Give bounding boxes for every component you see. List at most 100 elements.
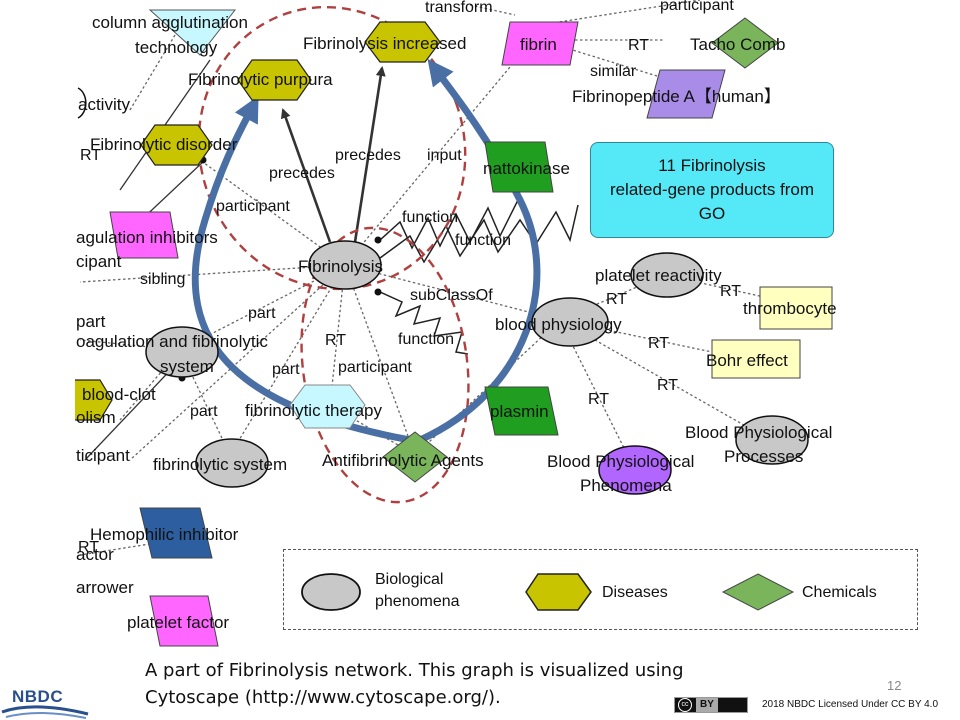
edge-label-input: input xyxy=(427,147,462,164)
nbdc-logo: NBDC xyxy=(0,684,90,720)
cc-icon: cc xyxy=(678,698,692,712)
node-fibrinolytic-purpura[interactable] xyxy=(237,59,312,101)
node-fibrinolytic-system[interactable] xyxy=(195,438,269,488)
edge-label-rt-6: RT xyxy=(588,391,609,408)
label-participant-left: cipant xyxy=(76,252,122,271)
highlight-oval-top xyxy=(197,5,467,291)
edge-label-subclassof: subClassOf xyxy=(410,287,493,304)
label-blood-physiology: blood physiology xyxy=(495,315,622,334)
node-fibrinolytic-disorder[interactable] xyxy=(140,124,213,166)
label-fibrinopeptide-a: Fibrinopeptide A【human】 xyxy=(572,87,781,106)
function-edge-3 xyxy=(379,291,469,355)
edge-label-rt-2: RT xyxy=(606,291,627,308)
edge-label-rt-fibrin: RT xyxy=(628,37,649,54)
label-coagulation-system: oagulation and fibrinolytic xyxy=(76,332,268,351)
edge-label-part-3: part xyxy=(190,403,218,420)
label-fibrinolytic-disorder: Fibrinolytic disorder xyxy=(90,135,238,154)
edge-label-similar: similar xyxy=(590,63,637,80)
node-platelet-reactivity[interactable] xyxy=(630,252,704,298)
page-number: 12 xyxy=(887,678,902,693)
edge-labels: transform participant RT similar precede… xyxy=(78,0,741,556)
label-actor: actor xyxy=(76,545,114,564)
edge-label-rt-4: RT xyxy=(648,335,669,352)
legend-chemicals-label: Chemicals xyxy=(802,584,877,601)
label-coagulation-inhibitors: agulation inhibitors xyxy=(76,228,218,247)
edge-label-rt-3: RT xyxy=(720,283,741,300)
label-blood-clot: blood-clot xyxy=(82,385,156,404)
license-text: 2018 NBDC Licensed Under CC BY 4.0 xyxy=(762,699,939,710)
node-nattokinase[interactable] xyxy=(484,141,554,193)
label-fibrinolysis: Fibrinolysis xyxy=(298,257,383,276)
go-info-box: 11 Fibrinolysis related-gene products fr… xyxy=(590,142,834,238)
edge-label-function-1: function xyxy=(402,209,458,226)
label-hemophilic-inhibitor: Hemophilic inhibitor xyxy=(90,525,239,544)
label-column-agglutination-2: technology xyxy=(135,38,218,57)
edge-label-part-2: part xyxy=(272,361,300,378)
label-fibrinolytic-therapy: fibrinolytic therapy xyxy=(245,401,383,420)
label-fibrinolytic-system: fibrinolytic system xyxy=(153,455,287,474)
logo-swoosh-icon xyxy=(1,705,89,719)
label-ticipant: ticipant xyxy=(76,446,130,465)
edge-label-participant-top: participant xyxy=(660,0,734,14)
edge-label-rt-1: RT xyxy=(80,147,101,164)
node-column-agglutination[interactable] xyxy=(148,9,237,56)
edge-label-sibling: sibling xyxy=(140,271,185,288)
node-labels: column agglutination technology fibrin T… xyxy=(76,13,837,632)
label-tacho-comb: Tacho Comb xyxy=(690,35,785,54)
label-nattokinase: nattokinase xyxy=(483,159,570,178)
legend-biological-shape xyxy=(301,573,361,611)
legend: Biological phenomena Diseases Chemicals xyxy=(283,549,918,630)
label-bohr-effect: Bohr effect xyxy=(706,351,788,370)
edge-label-participant-1: participant xyxy=(216,198,290,215)
label-thrombocyte: thrombocyte xyxy=(743,299,837,318)
edge-label-transform: transform xyxy=(425,0,493,16)
label-blood-phys-processes-2: Processes xyxy=(724,447,803,466)
label-coagulation-system-2: system xyxy=(160,357,214,376)
node-coagulation-system[interactable] xyxy=(145,326,219,378)
node-antifibrinolytic-agents[interactable] xyxy=(382,431,448,483)
edge-label-function-2: function xyxy=(455,232,511,249)
label-platelet-factor: platelet factor xyxy=(127,613,229,632)
label-arrower: arrower xyxy=(76,578,134,597)
edge-label-participant-2: participant xyxy=(338,359,412,376)
label-activity: activity xyxy=(78,95,130,114)
edge-label-rt-5: RT xyxy=(657,377,678,394)
label-antifibrinolytic-agents: Antifibrinolytic Agents xyxy=(322,451,484,470)
edge-label-rt-7: RT xyxy=(78,539,99,556)
label-fibrin: fibrin xyxy=(520,35,557,54)
node-thrombocyte[interactable] xyxy=(759,286,833,330)
edge-label-precedes-2: precedes xyxy=(335,147,401,164)
edge-label-function-3: function xyxy=(398,331,454,348)
edge-label-rt-mid: RT xyxy=(325,332,346,349)
label-blood-phys-phenomena-2: Phenomena xyxy=(580,476,672,495)
legend-biological-label: Biological phenomena xyxy=(375,571,460,610)
label-column-agglutination: column agglutination xyxy=(92,13,248,32)
node-hemophilic-inhibitor[interactable] xyxy=(139,507,213,559)
node-plasmin[interactable] xyxy=(484,386,559,436)
node-fibrinolysis-increased[interactable] xyxy=(364,21,441,63)
legend-diseases-shape xyxy=(525,573,592,611)
label-fibrinolytic-purpura: Fibrinolytic purpura xyxy=(188,70,333,89)
node-tacho-comb[interactable] xyxy=(711,17,779,69)
label-blood-clot-2: olism xyxy=(76,408,116,427)
caption: A part of Fibrinolysis network. This gra… xyxy=(145,660,684,708)
node-bohr-effect[interactable] xyxy=(711,339,801,379)
label-part-left: part xyxy=(76,312,106,331)
label-blood-phys-phenomena: Blood Physiological xyxy=(547,452,694,471)
node-blood-phys-phenomena[interactable] xyxy=(598,445,672,495)
label-fibrinolysis-increased: Fibrinolysis increased xyxy=(303,34,466,53)
blue-arrow-right xyxy=(416,58,541,444)
highlight-oval-bottom xyxy=(300,226,470,504)
node-platelet-factor[interactable] xyxy=(149,595,219,647)
node-fibrin[interactable] xyxy=(501,21,579,66)
node-blood-physiology[interactable] xyxy=(531,297,609,347)
node-fibrinopeptide-a[interactable] xyxy=(646,69,726,119)
node-fibrinolytic-therapy[interactable] xyxy=(289,384,366,429)
node-fibrinolysis[interactable] xyxy=(308,240,382,290)
edge-label-precedes-1: precedes xyxy=(269,165,335,182)
legend-chemicals-shape xyxy=(721,573,795,611)
node-blood-phys-processes[interactable] xyxy=(735,415,809,465)
node-coagulation-inhibitors[interactable] xyxy=(109,211,179,259)
cc-by-badge[interactable]: cc BY xyxy=(674,697,748,713)
